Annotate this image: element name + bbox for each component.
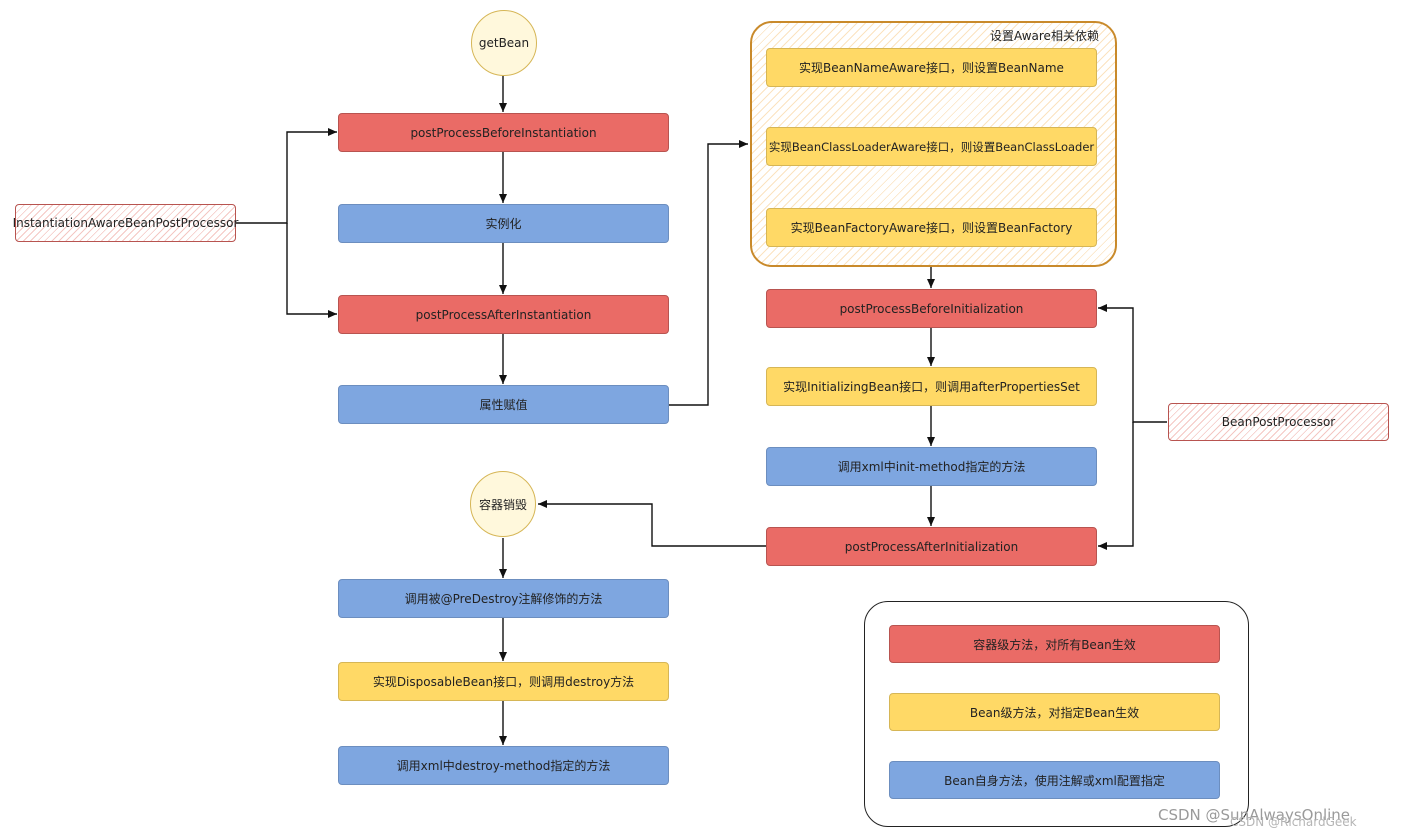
populate-node: 属性赋值 [338, 385, 669, 424]
connector-bpp-to-after-init [1098, 422, 1134, 550]
watermark-overlay-text: CSDN @RichardGeek [1230, 815, 1357, 829]
connector-processor-to-before-inst [236, 128, 337, 224]
post-after-initialization-node: postProcessAfterInitialization [766, 527, 1097, 566]
initializing-bean-node: 实现InitializingBean接口，则调用afterPropertiesS… [766, 367, 1097, 406]
destroy-method-node: 调用xml中destroy-method指定的方法 [338, 746, 669, 785]
instantiate-node: 实例化 [338, 204, 669, 243]
aware-group-label: 设置Aware相关依赖 [990, 29, 1099, 43]
instantiation-aware-processor-node: InstantiationAwareBeanPostProcessor [13, 204, 238, 242]
disposable-bean-node: 实现DisposableBean接口，则调用destroy方法 [338, 662, 669, 701]
post-before-initialization-node: postProcessBeforeInitialization [766, 289, 1097, 328]
getbean-node: getBean [471, 10, 537, 76]
init-method-node: 调用xml中init-method指定的方法 [766, 447, 1097, 486]
bean-name-aware-node: 实现BeanNameAware接口，则设置BeanName [766, 48, 1097, 87]
legend-bean-level: Bean级方法，对指定Bean生效 [889, 693, 1220, 731]
connector-processor-to-after-inst [286, 223, 337, 318]
watermark-text: CSDN @SunAlwaysOnline [1158, 806, 1351, 824]
bean-classloader-aware-node: 实现BeanClassLoaderAware接口，则设置BeanClassLoa… [766, 127, 1097, 166]
container-destroy-node: 容器销毁 [470, 471, 536, 537]
arrow-populate-to-aware [668, 140, 748, 406]
post-after-instantiation-node: postProcessAfterInstantiation [338, 295, 669, 334]
legend-container-level: 容器级方法，对所有Bean生效 [889, 625, 1220, 663]
post-before-instantiation-node: postProcessBeforeInstantiation [338, 113, 669, 152]
connector-bpp-to-before-init [1098, 304, 1167, 423]
bean-post-processor-node: BeanPostProcessor [1168, 403, 1389, 441]
legend-bean-self: Bean自身方法，使用注解或xml配置指定 [889, 761, 1220, 799]
bean-factory-aware-node: 实现BeanFactoryAware接口，则设置BeanFactory [766, 208, 1097, 247]
pre-destroy-node: 调用被@PreDestroy注解修饰的方法 [338, 579, 669, 618]
arrow-after-init-to-destroy [538, 500, 766, 547]
